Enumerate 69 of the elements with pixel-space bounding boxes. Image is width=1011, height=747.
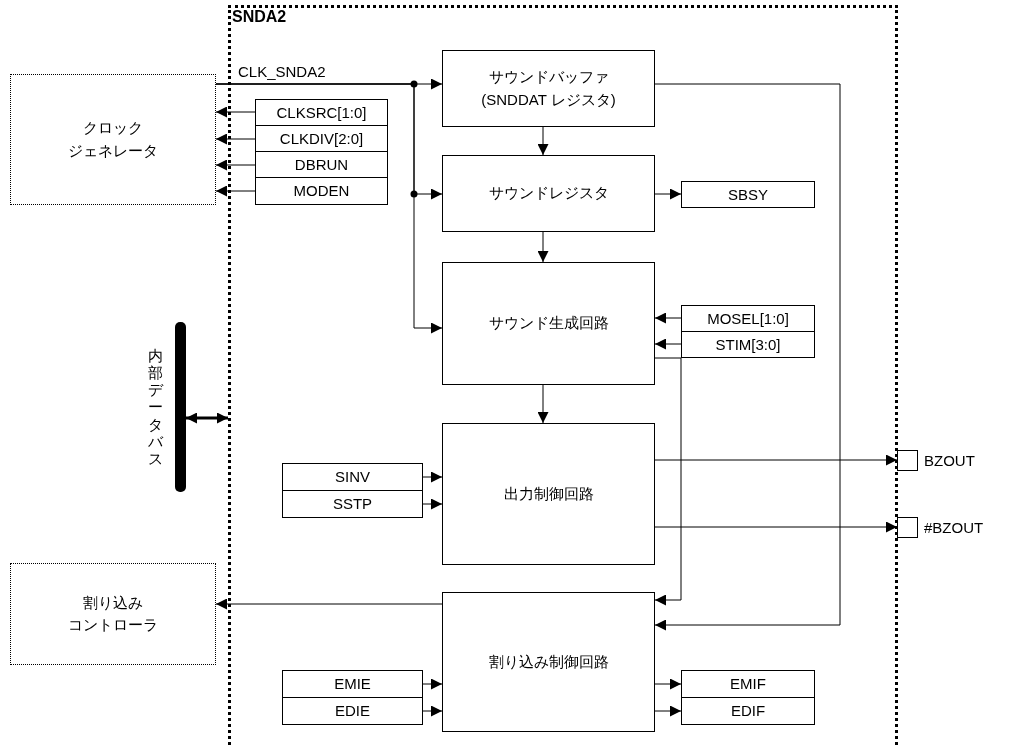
register-name: MOSEL[1:0] [707, 309, 789, 328]
edge-label: CLK_SNDA2 [236, 64, 328, 81]
function-block [442, 423, 655, 565]
arrow [654, 338, 682, 350]
arrow [422, 471, 443, 483]
arrow [215, 185, 256, 197]
function-block [442, 262, 655, 385]
register-field [255, 125, 388, 152]
register-field [255, 177, 388, 205]
register-field [255, 151, 388, 178]
register-field [681, 181, 815, 208]
function-block [442, 592, 655, 732]
block-label: クロックジェネレータ [68, 118, 158, 161]
arrow [215, 159, 256, 171]
block-label: サウンドバッファ (SNDDAT レジスタ) [480, 67, 617, 110]
register-name: CLKDIV[2:0] [279, 129, 364, 148]
arrow [654, 312, 682, 324]
arrow [215, 106, 256, 118]
register-field [681, 305, 815, 332]
arrow [215, 83, 443, 334]
register-name: EMIF [730, 675, 766, 693]
external-block [10, 74, 216, 205]
arrow [537, 384, 549, 424]
arrow [422, 678, 443, 690]
arrow [422, 705, 443, 717]
function-block [442, 155, 655, 232]
register-field [282, 463, 423, 491]
register-field [681, 670, 815, 698]
arrow [654, 357, 682, 606]
pin-label: BZOUT [924, 451, 975, 469]
module-title: SNDA2 [232, 8, 287, 26]
register-name: SBSY [728, 185, 768, 204]
pin-label: #BZOUT [924, 518, 984, 536]
arrow [422, 498, 443, 510]
arrow [537, 231, 549, 263]
register-field [282, 670, 423, 698]
arrow [215, 133, 256, 145]
arrow [654, 83, 841, 631]
register-name: EMIE [334, 675, 371, 693]
register-name: CLKSRC[1:0] [276, 103, 367, 122]
register-field [282, 697, 423, 725]
block-label: サウンド生成回路 [488, 313, 609, 334]
register-name: DBRUN [294, 155, 349, 174]
arrow [654, 678, 682, 690]
external-block [10, 563, 216, 665]
register-name: EDIE [335, 702, 370, 720]
register-field [255, 99, 388, 126]
arrow [537, 126, 549, 156]
register-name: SSTP [332, 495, 373, 513]
function-block [442, 50, 655, 127]
block-label: 出力制御回路 [503, 483, 594, 504]
block-label: 割り込み制御回路 [488, 651, 609, 672]
arrow [654, 454, 898, 466]
arrow [654, 705, 682, 717]
double-arrow [186, 412, 228, 424]
register-field [681, 331, 815, 358]
register-name: MODEN [293, 182, 350, 200]
register-name: STIM[3:0] [715, 335, 781, 354]
module-boundary [228, 5, 898, 747]
block-label: 割り込みコントローラ [68, 592, 158, 635]
register-name: EDIF [730, 702, 766, 720]
block-label: サウンドレジスタ [488, 183, 609, 204]
arrow [654, 188, 682, 200]
register-field [681, 697, 815, 725]
arrow [654, 521, 898, 533]
bus-label: 内部データバス [148, 346, 163, 468]
arrow [215, 598, 443, 610]
register-field [282, 490, 423, 518]
register-name: SINV [335, 468, 370, 486]
